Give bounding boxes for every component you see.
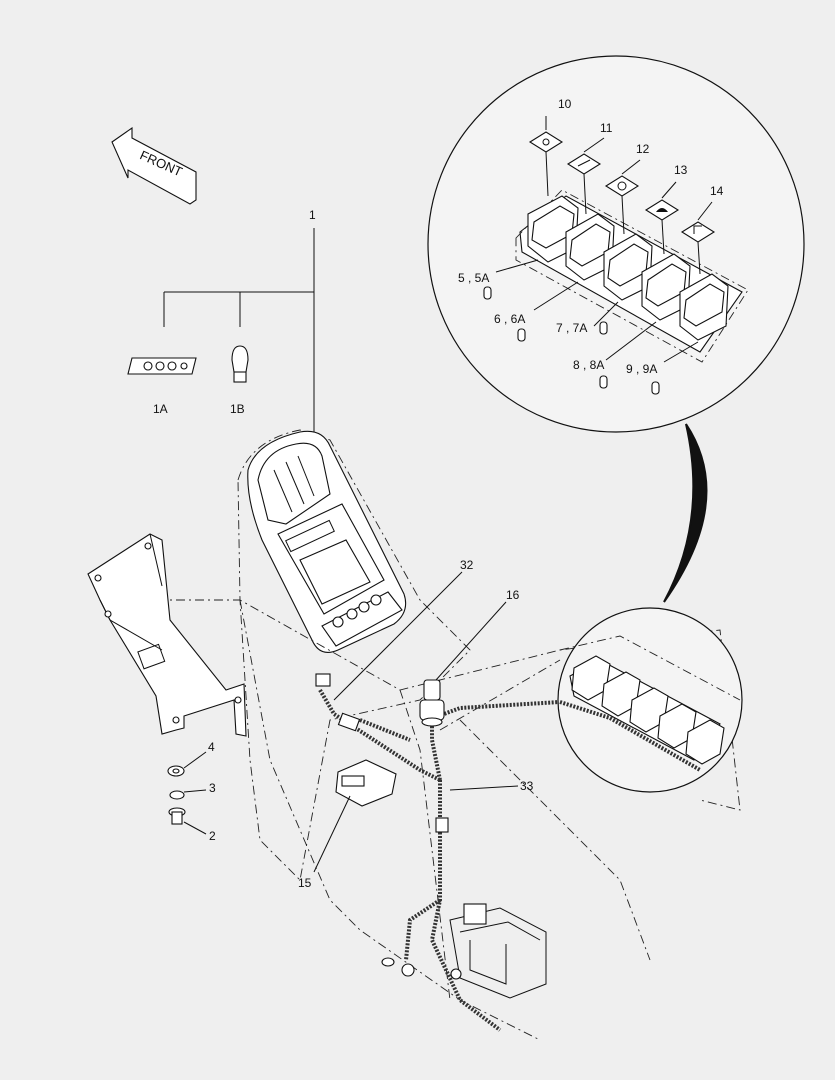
switch-detail-circle: 10 11 12 13 14 5 , 5A 6 , 6A 7 , 7A 8 , … <box>427 55 805 433</box>
callout-10: 10 <box>558 97 572 111</box>
rocker-switch-13 <box>641 253 691 321</box>
small-rocker-switches <box>571 655 725 765</box>
callout-16: 16 <box>506 588 520 602</box>
wiper-icon <box>566 153 602 175</box>
detail-pointer <box>663 423 708 603</box>
callout-11: 11 <box>600 121 613 135</box>
callout-14: 14 <box>710 184 724 198</box>
callout-12: 12 <box>636 142 650 156</box>
callout-4: 4 <box>208 740 215 754</box>
work-light-icon <box>528 131 564 153</box>
callout-32: 32 <box>460 558 474 572</box>
switch-detail-circle-small <box>557 607 743 793</box>
callout-15: 15 <box>298 876 312 890</box>
callout-6-6a: 6 , 6A <box>494 312 525 326</box>
rocker-switch-14 <box>679 273 729 341</box>
callout-1b: 1B <box>230 402 245 416</box>
callout-33: 33 <box>520 779 534 793</box>
horn-icon <box>680 221 716 243</box>
callout-3: 3 <box>209 781 216 795</box>
callout-1-leaders <box>163 228 315 432</box>
fan-icon <box>604 175 640 197</box>
beacon-icon <box>644 199 680 221</box>
callout-7-7a: 7 , 7A <box>556 321 587 335</box>
callout-5-5a: 5 , 5A <box>458 271 489 285</box>
connector-strip-1a <box>127 357 197 375</box>
bulb-icon <box>483 286 660 395</box>
lower-box <box>449 903 547 999</box>
mounting-bracket <box>87 533 247 737</box>
bulb-1b <box>231 345 249 383</box>
callout-13: 13 <box>674 163 688 177</box>
wiring-harness <box>315 673 611 1032</box>
callout-9-9a: 9 , 9A <box>626 362 657 376</box>
fasteners <box>167 751 207 835</box>
callout-1a: 1A <box>153 402 168 416</box>
callout-1: 1 <box>309 208 316 222</box>
callout-8-8a: 8 , 8A <box>573 358 604 372</box>
callout-2: 2 <box>209 829 216 843</box>
front-arrow: FRONT <box>111 126 197 205</box>
